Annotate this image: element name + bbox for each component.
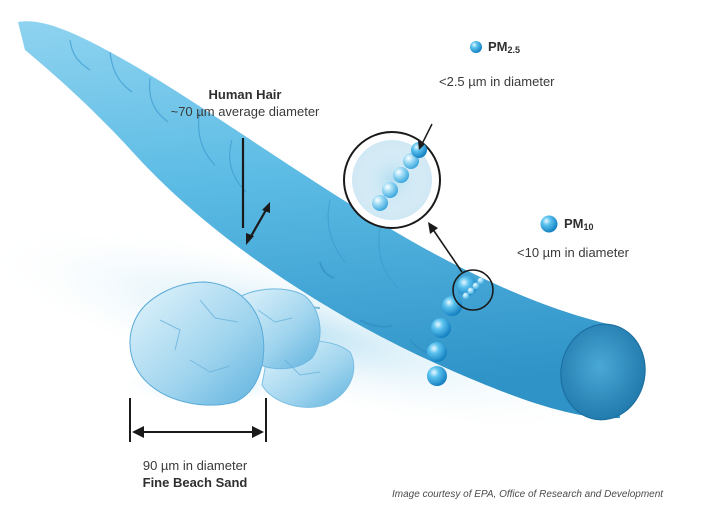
pm25-title: PM (488, 39, 508, 54)
magnify-spot (452, 269, 494, 311)
sand-title: Fine Beach Sand (142, 475, 248, 490)
pm10-description: <10 µm in diameter (517, 245, 629, 260)
pm25-label: PM2.5 (488, 38, 520, 59)
pm25-subscript: 2.5 (507, 45, 521, 55)
sand-diameter-marker (129, 398, 267, 442)
sand-label: 90 µm in diameter Fine Beach Sand (95, 457, 295, 491)
sand-grains (115, 281, 355, 408)
hair-title: Human Hair (208, 87, 282, 102)
magnified-pm25-view (343, 123, 441, 229)
hair-diameter-marker (241, 138, 270, 245)
pm10-legend-sphere (540, 215, 558, 233)
pm10-title: PM (564, 216, 584, 231)
hair-cross-section (560, 324, 646, 420)
hair-subtitle: ~70 µm average diameter (170, 104, 320, 119)
pm25-legend-sphere (470, 41, 482, 53)
pm10-label: PM10 (564, 215, 594, 236)
pm10-particles (427, 276, 477, 386)
sand-description: 90 µm in diameter (142, 458, 248, 473)
hair-label: Human Hair ~70 µm average diameter (145, 86, 345, 120)
pm25-description: <2.5 µm in diameter (439, 74, 555, 89)
pm10-subscript: 10 (583, 222, 594, 232)
image-credit: Image courtesy of EPA, Office of Researc… (392, 489, 664, 500)
magnify-arrow (428, 222, 463, 273)
